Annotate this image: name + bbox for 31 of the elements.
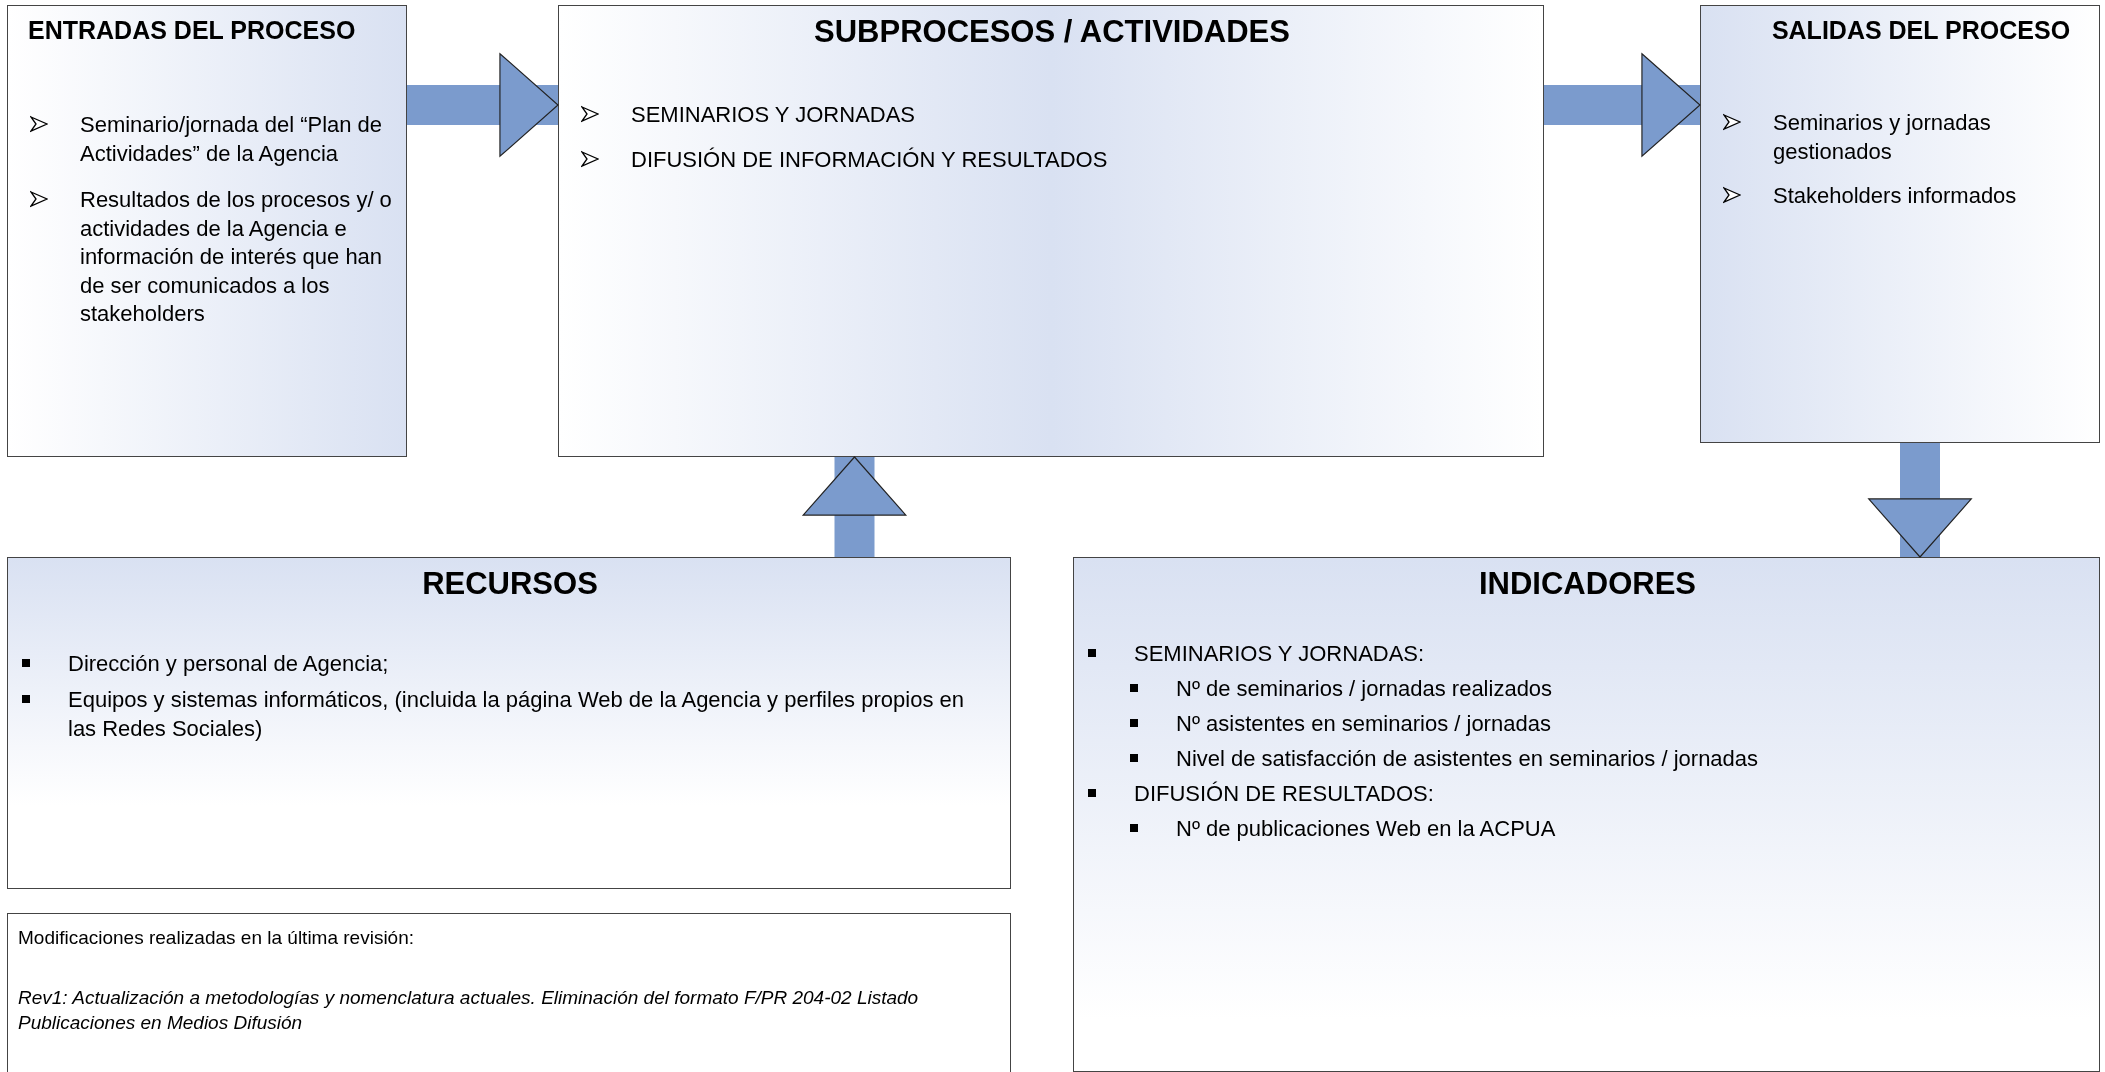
block-arrow bbox=[802, 456, 907, 557]
process-panel bbox=[1700, 5, 2100, 443]
list-item-text: DIFUSIÓN DE RESULTADOS: bbox=[1134, 780, 1434, 808]
list-item-text: SEMINARIOS Y JORNADAS bbox=[631, 101, 916, 129]
list-item-text: DIFUSIÓN DE INFORMACIÓN Y RESULTADOS bbox=[631, 146, 1108, 174]
panel-heading: ENTRADAS DEL PROCESO bbox=[28, 16, 357, 45]
block-arrow bbox=[1544, 53, 1701, 157]
process-panel bbox=[7, 5, 407, 457]
panel-heading: INDICADORES bbox=[1478, 566, 1697, 602]
list-item-text: Seminarios y jornadas gestionados bbox=[1773, 109, 1992, 166]
panel-heading: SALIDAS DEL PROCESO bbox=[1770, 16, 2072, 45]
block-arrow bbox=[1868, 443, 1972, 558]
list-item-text: Resultados de los procesos y/ o actividades de la Agencia e información de interés que han de ser comunicados a los stakeholders bbox=[80, 186, 393, 329]
process-panel bbox=[1073, 557, 2100, 1072]
process-panel bbox=[558, 5, 1544, 457]
list-item-text: Nº de seminarios / jornadas realizados bbox=[1176, 675, 1553, 703]
process-panel bbox=[7, 557, 1011, 889]
list-item-text: Stakeholders informados bbox=[1773, 182, 2017, 210]
panel-heading: RECURSOS bbox=[421, 566, 599, 602]
block-arrow bbox=[407, 53, 559, 157]
list-item-text: Equipos y sistemas informáticos, (incluida la página Web de la Agencia y perfiles propios en las Redes Sociales) bbox=[68, 686, 965, 743]
note-heading: Modificaciones realizadas en la última revisión: bbox=[18, 926, 416, 950]
list-item-text: Nº de publicaciones Web en la ACPUA bbox=[1176, 815, 1556, 843]
note-box bbox=[7, 913, 1011, 1072]
revision-note: Rev1: Actualización a metodologías y nomenclatura actuales. Eliminación del formato F/PR 204-02 Listado Publicaciones en Medios Difusión bbox=[18, 986, 920, 1035]
panel-heading: SUBPROCESOS / ACTIVIDADES bbox=[813, 14, 1291, 50]
list-item-text: Nº asistentes en seminarios / jornadas bbox=[1176, 710, 1551, 738]
list-item-text: Seminario/jornada del “Plan de Actividades” de la Agencia bbox=[80, 111, 384, 168]
list-item-text: Nivel de satisfacción de asistentes en seminarios / jornadas bbox=[1176, 745, 1759, 773]
list-item-text: Dirección y personal de Agencia; bbox=[68, 650, 389, 678]
list-item-text: SEMINARIOS Y JORNADAS: bbox=[1134, 640, 1425, 668]
